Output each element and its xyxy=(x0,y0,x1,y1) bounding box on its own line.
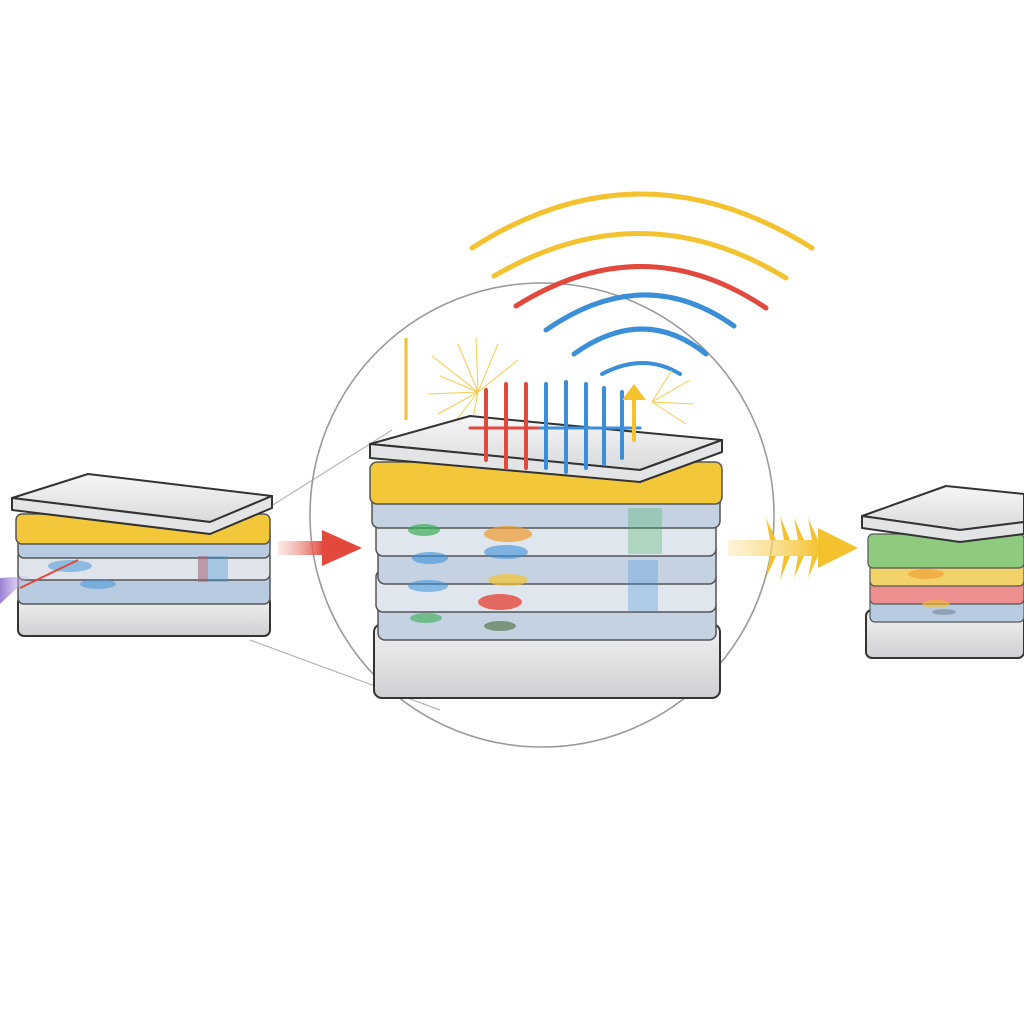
spark-burst-icon xyxy=(427,337,695,435)
zigzag-arrow-icon xyxy=(728,516,858,580)
stack-left xyxy=(0,473,273,637)
signal-pulse-icon xyxy=(468,380,646,474)
arrow-right-icon xyxy=(278,530,362,566)
stack-right xyxy=(861,485,1024,659)
wave-arc-icon xyxy=(469,191,815,376)
